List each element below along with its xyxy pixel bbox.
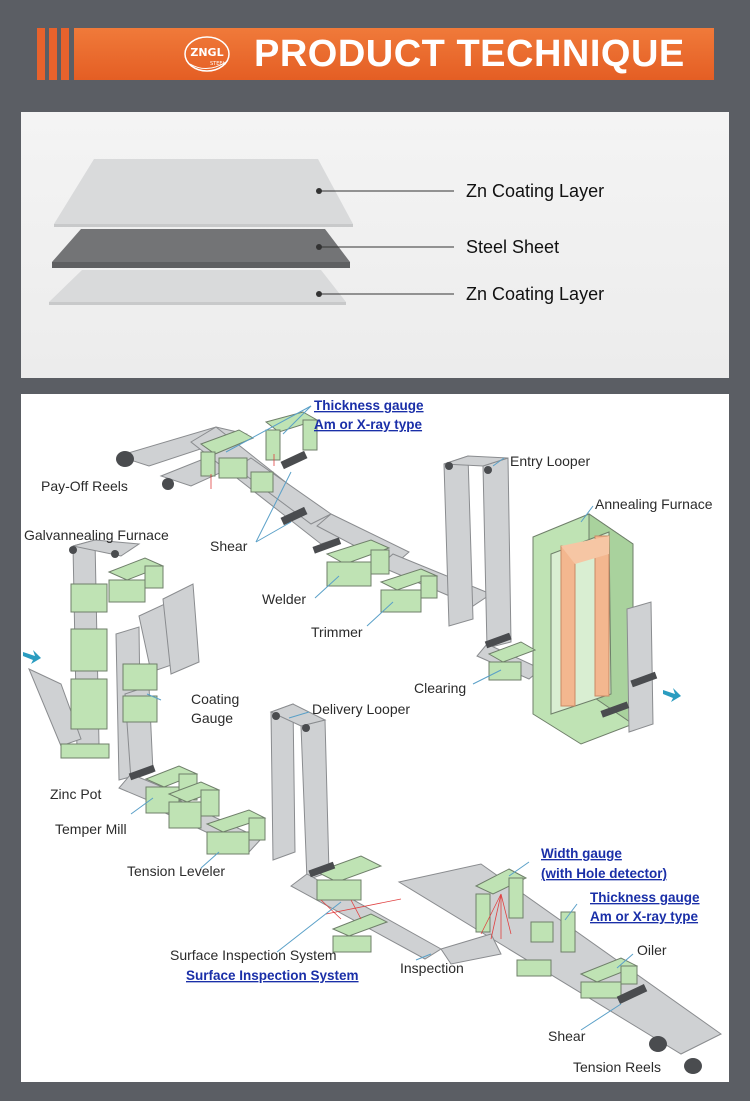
logo-text: ZNGL xyxy=(190,46,224,59)
machine-units xyxy=(60,411,639,999)
zn-layer-bottom-label: Zn Coating Layer xyxy=(466,284,604,304)
exit-arrow-icon xyxy=(663,688,681,702)
clearing-label: Clearing xyxy=(414,680,466,696)
payoff-reels-label: Pay-Off Reels xyxy=(41,478,128,494)
galvannealing-furnace-label: Galvannealing Furnace xyxy=(24,527,169,543)
thickness-gauge-bottom-label: Thickness gauge xyxy=(590,890,700,905)
tension-leveler-label: Tension Leveler xyxy=(127,863,225,879)
thickness-gauge-top-type-label: Am or X-ray type xyxy=(314,417,423,432)
steel-sheet-label: Steel Sheet xyxy=(466,237,559,257)
zn-layer-top-shape xyxy=(54,159,353,224)
tension-reels-label: Tension Reels xyxy=(573,1059,661,1075)
page-title: PRODUCT TECHNIQUE xyxy=(254,33,685,75)
zinc-pot-label: Zinc Pot xyxy=(50,786,101,802)
surface-inspection-label: Surface Inspection System xyxy=(170,947,337,963)
flow-arrows xyxy=(23,650,681,702)
annealing-furnace-label: Annealing Furnace xyxy=(595,496,713,512)
banner-stripe xyxy=(37,28,45,80)
shear-bottom-label: Shear xyxy=(548,1028,586,1044)
company-logo: ZNGL STEEL xyxy=(182,34,244,74)
welder-label: Welder xyxy=(262,591,306,607)
temper-mill-label: Temper Mill xyxy=(55,821,127,837)
shear-top-label: Shear xyxy=(210,538,248,554)
header-banner: ZNGL STEEL PRODUCT TECHNIQUE xyxy=(37,28,714,80)
banner-stripe xyxy=(49,28,57,80)
sensor-beams xyxy=(210,454,512,940)
entry-arrow-icon xyxy=(23,650,41,664)
zn-layer-bottom-shape xyxy=(49,270,346,302)
entry-looper-label: Entry Looper xyxy=(510,453,590,469)
width-gauge-detail-label: (with Hole detector) xyxy=(541,866,667,881)
inspection-label: Inspection xyxy=(400,960,464,976)
leader-lines xyxy=(130,405,634,1031)
banner-stripe xyxy=(61,28,69,80)
logo-emblem-icon xyxy=(184,36,230,72)
coating-gauge-label-line2: Gauge xyxy=(191,710,233,726)
coating-layers-diagram: Zn Coating Layer Steel Sheet Zn Coating … xyxy=(49,159,604,305)
rollers xyxy=(69,450,702,1074)
coating-gauge-label-line1: Coating xyxy=(191,691,239,707)
trimmer-label: Trimmer xyxy=(311,624,363,640)
banner-bar: ZNGL STEEL PRODUCT TECHNIQUE xyxy=(74,28,714,80)
zn-layer-top-label: Zn Coating Layer xyxy=(466,181,604,201)
width-gauge-label: Width gauge xyxy=(541,846,622,861)
thickness-gauge-bottom-type-label: Am or X-ray type xyxy=(590,909,699,924)
annealing-furnace xyxy=(532,513,654,745)
coating-layers-panel: Zn Coating Layer Steel Sheet Zn Coating … xyxy=(21,112,729,378)
process-line-panel: Thickness gauge Am or X-ray type Pay-Off… xyxy=(21,394,729,1082)
surface-inspection-link[interactable]: Surface Inspection System xyxy=(186,968,359,983)
thickness-gauge-top-label: Thickness gauge xyxy=(314,398,424,413)
steel-sheet-shape xyxy=(52,229,350,262)
delivery-looper-label: Delivery Looper xyxy=(312,701,410,717)
logo-subtext: STEEL xyxy=(210,61,226,67)
galvanizing-line-diagram: Thickness gauge Am or X-ray type Pay-Off… xyxy=(23,398,722,1075)
oiler-label: Oiler xyxy=(637,942,667,958)
